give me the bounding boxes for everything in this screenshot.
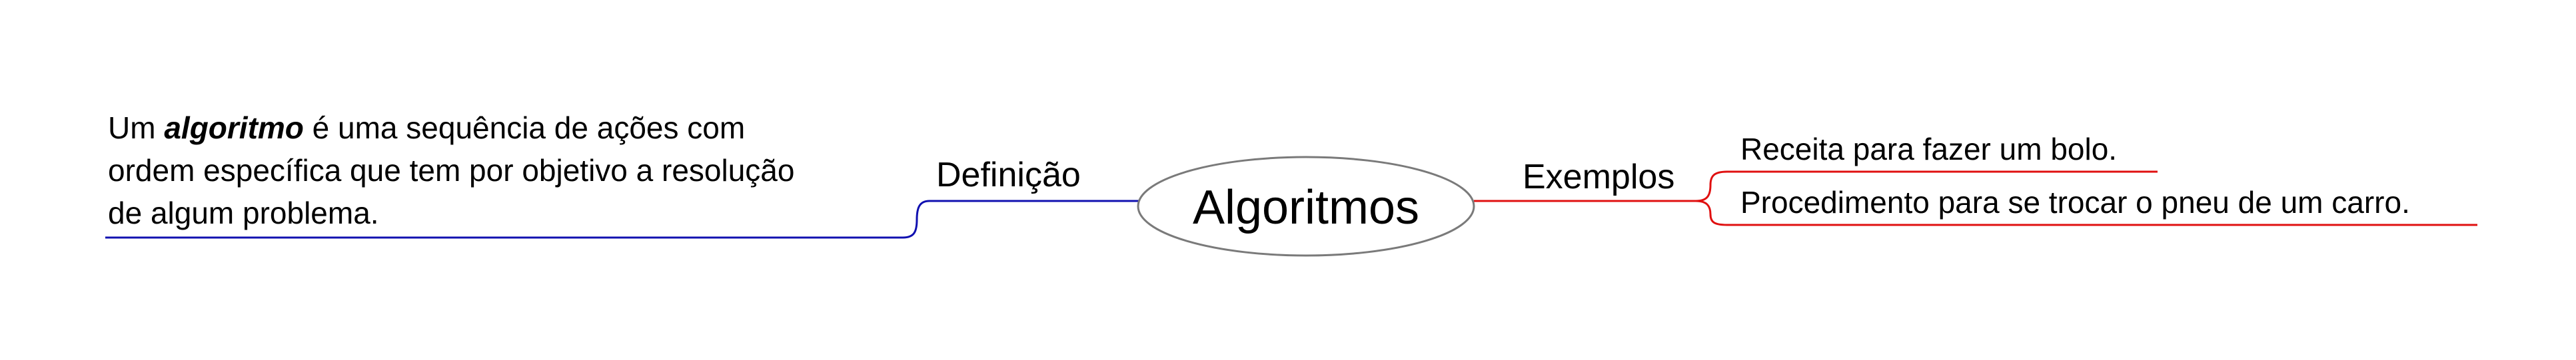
definition-text-line-1-start: Um bbox=[108, 110, 164, 145]
central-topic[interactable]: Algoritmos bbox=[1137, 156, 1475, 257]
central-to-definition-line bbox=[105, 200, 1139, 239]
examples-branch-label[interactable]: Exemplos bbox=[1523, 158, 1674, 196]
definition-connectors bbox=[105, 200, 1139, 239]
definition-text-line-2: ordem específica que tem por objetivo a … bbox=[108, 153, 794, 188]
central-topic-label: Algoritmos bbox=[1193, 181, 1419, 234]
definition-branch-label[interactable]: Definição bbox=[936, 156, 1081, 194]
example-item-1[interactable]: Receita para fazer um bolo. bbox=[1740, 132, 2117, 166]
examples-connectors bbox=[1474, 170, 2477, 226]
definition-text-line-1-end: é uma sequência de ações com bbox=[304, 110, 745, 145]
definition-emphasis-word: algoritmo bbox=[164, 110, 304, 145]
definition-text-block: Um algoritmo é uma sequência de ações co… bbox=[108, 110, 794, 230]
definition-text-line-1: Um algoritmo é uma sequência de ações co… bbox=[108, 110, 745, 145]
example-1-connector bbox=[1695, 170, 2158, 202]
example-2-connector bbox=[1695, 200, 2477, 226]
example-item-2[interactable]: Procedimento para se trocar o pneu de um… bbox=[1740, 185, 2410, 220]
definition-text-line-3: de algum problema. bbox=[108, 196, 379, 230]
central-topic-ellipse bbox=[1137, 156, 1475, 257]
